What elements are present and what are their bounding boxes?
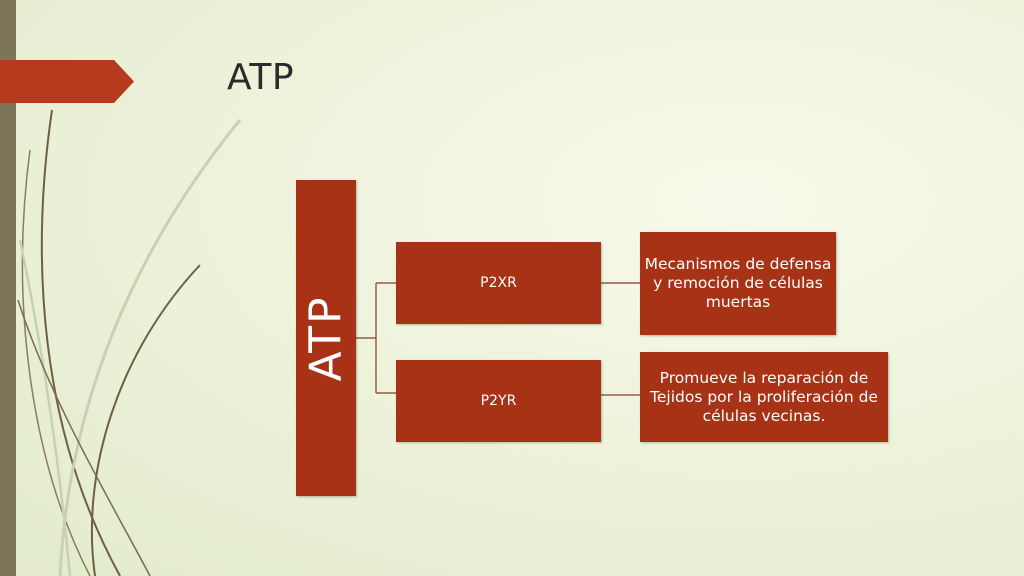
branch-node-p2yr: P2YR (396, 360, 601, 442)
decorative-grass (17, 109, 242, 576)
left-accent-bar (0, 0, 16, 576)
page-title: ATP (227, 57, 295, 98)
detail-node-text: Promueve la reparación de Tejidos por la… (650, 368, 878, 425)
detail-node-text: Mecanismos de defensa y remoción de célu… (644, 255, 832, 311)
detail-node-p2xr: Mecanismos de defensa y remoción de célu… (640, 232, 836, 335)
branch-node-label: P2XR (480, 275, 517, 291)
branch-node-p2xr: P2XR (396, 242, 601, 324)
root-node-atp: ATP (296, 180, 356, 496)
root-node-label: ATP (300, 294, 352, 382)
title-tab-arrow (0, 60, 134, 103)
branch-node-label: P2YR (480, 393, 517, 409)
detail-node-p2yr: Promueve la reparación de Tejidos por la… (640, 352, 888, 442)
